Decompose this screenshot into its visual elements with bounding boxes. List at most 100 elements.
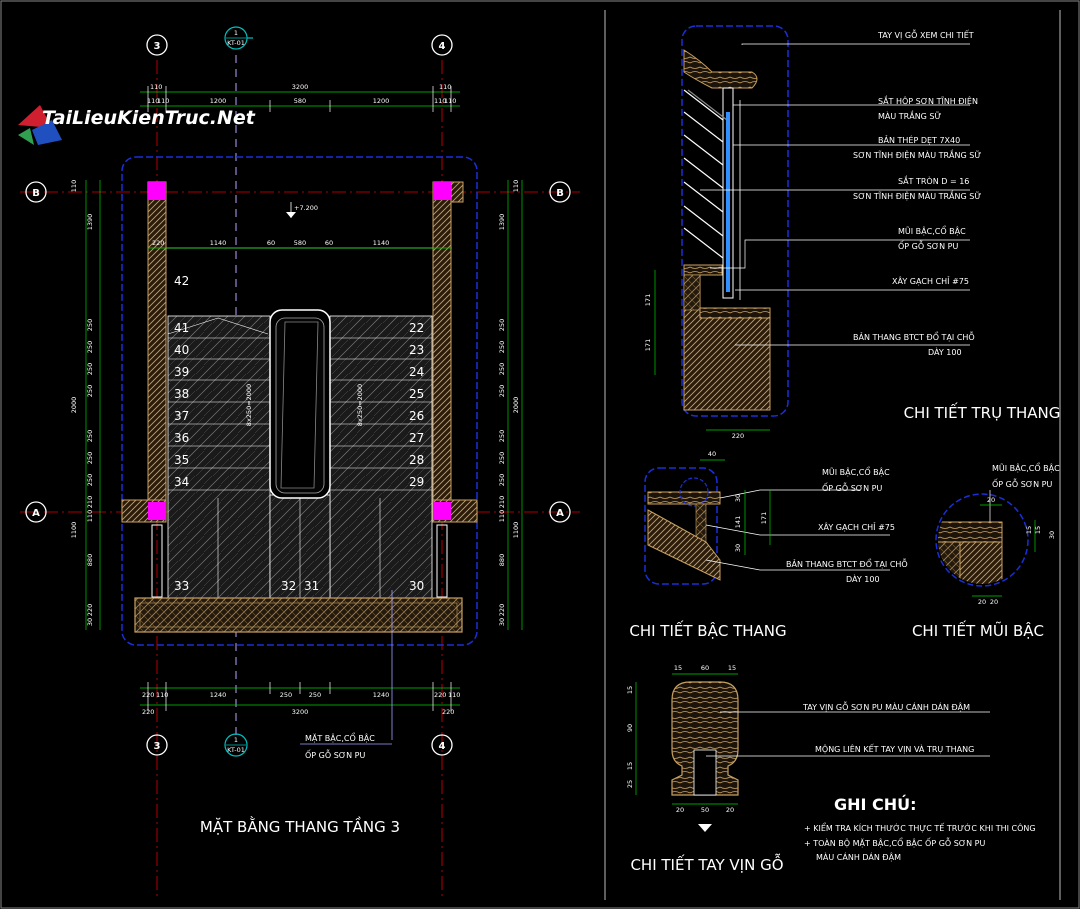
post-label: BẢN THÉP DẸT 7X40 <box>878 134 960 146</box>
section-marker-bottom-sheet: KT-01 <box>227 746 245 754</box>
dim-bottom-2: 220 <box>442 708 454 716</box>
section-marker-top-number: 1 <box>234 29 238 37</box>
side-dimension: 110 <box>86 510 94 522</box>
side-dimension: 250 <box>498 452 506 464</box>
dim-top-2: 110 <box>147 97 159 105</box>
flight-label-left: 8x250=2000 <box>245 384 253 426</box>
side-dimension: 250 <box>498 363 506 375</box>
grid-label-4-top: 4 <box>439 41 446 52</box>
step-number: 31 <box>304 579 319 593</box>
post-label: XÂY GẠCH CHỈ #75 <box>892 275 969 287</box>
handrail-dim-side: 90 <box>626 724 634 732</box>
watermark-logo: TaiLieuKienTruc.Net <box>18 105 256 145</box>
plan-note-line-1: MẶT BẬC,CỔ BẬC <box>305 731 375 744</box>
post-detail-title: CHI TIẾT TRỤ THANG <box>904 401 1061 422</box>
side-dimension: 250 <box>498 385 506 397</box>
side-dimension: 1100 <box>512 522 520 539</box>
notes-line-3: MÀU CÁNH DÁN ĐẬM <box>816 851 901 863</box>
step-detail-title: CHI TIẾT BẬC THANG <box>629 619 786 640</box>
nosing-dim: 15 <box>1025 526 1033 534</box>
side-dimension: 880 <box>498 554 506 566</box>
step-number: 42 <box>174 274 189 288</box>
handrail-dim-side: 25 <box>626 780 634 788</box>
dim-top-2: 110 <box>157 97 169 105</box>
step-number: 32 <box>281 579 296 593</box>
section-marker-bottom-number: 1 <box>234 736 238 744</box>
side-dimension: 1390 <box>86 214 94 231</box>
handrail-label: MỘNG LIÊN KẾT TAY VỊN VÀ TRỤ THANG <box>815 743 974 755</box>
side-dimension: 880 <box>86 554 94 566</box>
dim-top-1-right: 110 <box>439 83 451 91</box>
side-dimension: 110 <box>512 180 520 192</box>
dim-inner: 220 <box>152 239 164 247</box>
dim-bottom-1: 110 <box>448 691 460 699</box>
post-label: MŨI BẬC,CỔ BẬC <box>898 224 966 237</box>
nosing-dim: 30 <box>1048 531 1056 539</box>
step-number: 22 <box>409 321 424 335</box>
side-dimension: 250 <box>86 385 94 397</box>
handrail-dim-top: 60 <box>701 664 709 672</box>
step-number: 36 <box>174 431 189 445</box>
side-dimension: 250 <box>86 341 94 353</box>
dim-bottom-1: 1240 <box>373 691 390 699</box>
dim-top-2: 110 <box>444 97 456 105</box>
step-dim: 30 <box>734 494 742 502</box>
handrail-dim-top: 15 <box>674 664 682 672</box>
step-number: 28 <box>409 453 424 467</box>
dim-bottom-1: 250 <box>309 691 321 699</box>
post-label: SẮT TRÒN D = 16 <box>898 174 969 186</box>
step-dim: 141 <box>734 516 742 528</box>
step-number: 23 <box>409 343 424 357</box>
flight-label-right: 8x250=2000 <box>356 384 364 426</box>
step-label: DÀY 100 <box>846 573 880 584</box>
side-dimension: 2000 <box>70 397 78 414</box>
handrail-label: TAY VỊN GỖ SƠN PU MÀU CÁNH DÁN ĐẬM <box>802 700 970 713</box>
grid-label-b-left: B <box>32 188 40 199</box>
notes-title: GHI CHÚ: <box>834 795 917 814</box>
handrail-detail-title: CHI TIẾT TAY VỊN GỖ <box>630 853 783 874</box>
grid-label-a-right: A <box>556 508 564 519</box>
step-number: 24 <box>409 365 424 379</box>
notes-line-1: + KIỂM TRA KÍCH THƯỚC THỰC TẾ TRƯỚC KHI … <box>804 821 1036 833</box>
step-number: 37 <box>174 409 189 423</box>
side-dimension: 250 <box>498 319 506 331</box>
dim-bottom-1: 110 <box>156 691 168 699</box>
post-dim: 220 <box>732 432 744 440</box>
side-dimension: 250 <box>86 430 94 442</box>
side-dimension: 2000 <box>512 397 520 414</box>
post-dim: 171 <box>644 294 652 306</box>
dim-inner: 1140 <box>210 239 227 247</box>
step-label: MŨI BẬC,CỔ BẬC <box>822 465 890 478</box>
grid-label-b-right: B <box>556 188 564 199</box>
dim-bottom-2: 3200 <box>292 708 309 716</box>
nosing-dim: 20 <box>978 598 986 606</box>
side-dimension: 220 <box>498 604 506 616</box>
grid-label-3-top: 3 <box>154 41 161 52</box>
dim-top-1-left: 110 <box>150 83 162 91</box>
section-marker-top-sheet: KT-01 <box>227 39 245 47</box>
step-number: 29 <box>409 475 424 489</box>
dim-top-2: 580 <box>294 97 306 105</box>
nosing-dim: 20 <box>990 598 998 606</box>
side-dimension: 30 <box>498 618 506 626</box>
post-dim: 171 <box>644 339 652 351</box>
side-dimension: 110 <box>498 510 506 522</box>
handrail-dim-bottom: 50 <box>701 806 709 814</box>
side-dimension: 110 <box>70 180 78 192</box>
handrail-dim-top: 15 <box>728 664 736 672</box>
step-number: 26 <box>409 409 424 423</box>
step-number: 30 <box>409 579 424 593</box>
handrail-dim-side: 15 <box>626 762 634 770</box>
handrail-dim-bottom: 20 <box>726 806 734 814</box>
dim-bottom-2: 220 <box>142 708 154 716</box>
grid-label-4-bottom: 4 <box>439 741 446 752</box>
step-number: 27 <box>409 431 424 445</box>
post-label: SƠN TĨNH ĐIỆN MÀU TRẮNG SỮ <box>853 189 981 202</box>
side-dimension: 250 <box>498 474 506 486</box>
post-label: BẢN THANG BTCT ĐỔ TẠI CHỖ <box>853 330 975 343</box>
step-number: 33 <box>174 579 189 593</box>
dim-bottom-1: 220 <box>142 691 154 699</box>
handrail-dim-side: 15 <box>626 686 634 694</box>
side-dimension: 250 <box>498 341 506 353</box>
